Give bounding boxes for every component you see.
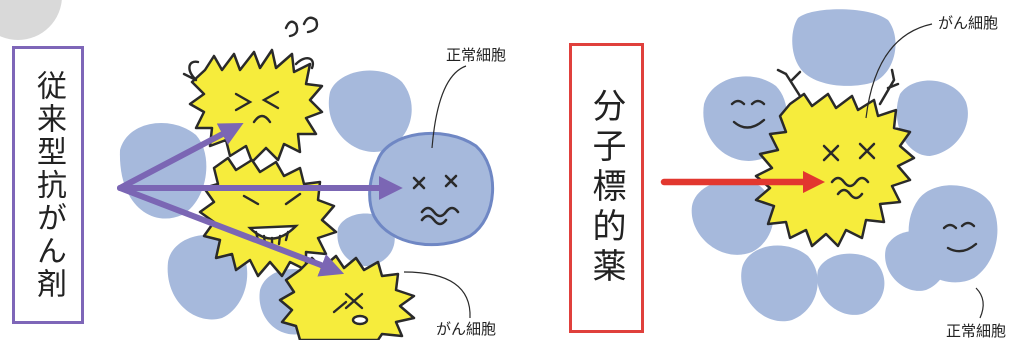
normal-cell <box>703 76 788 161</box>
leader-cancer-cell <box>865 23 933 119</box>
left-cancer-cell-label: がん細胞 <box>436 320 497 338</box>
left-normal-cell-label: 正常細胞 <box>446 46 507 64</box>
corner-circle <box>0 0 62 40</box>
normal-cell <box>328 70 412 152</box>
normal-cell <box>792 9 896 86</box>
leader-normal-cell <box>975 287 984 319</box>
normal-cell <box>896 80 968 156</box>
arrow-to-lower-cancer <box>117 185 345 277</box>
leader-cancer-cell <box>403 271 471 319</box>
conventional-drug-arrows <box>117 122 403 277</box>
left-cancer-details <box>182 16 369 326</box>
right-normal-cell-label: 正常細胞 <box>946 322 1007 340</box>
dazed-face <box>412 174 460 226</box>
targeted-drug-label: 分子標的薬 <box>586 88 626 288</box>
dazed-face <box>776 68 900 200</box>
normal-cell <box>691 179 774 255</box>
right-normal-faces <box>730 99 978 253</box>
cancer-cell-top <box>188 48 324 164</box>
normal-cell <box>741 245 818 322</box>
cancer-cell-center <box>754 92 916 248</box>
right-normal-cells <box>691 9 998 322</box>
right-cancer-cell-label: がん細胞 <box>938 14 999 32</box>
targeted-drug-label-box: 分子標的薬 <box>569 43 644 333</box>
target-normal-cell <box>368 131 495 247</box>
conventional-drug-label: 従来型抗がん剤 <box>31 69 66 301</box>
normal-cell <box>908 185 998 283</box>
cancer-cell-bottom <box>278 254 416 342</box>
right-leaders <box>865 23 984 319</box>
left-target-normal-cell <box>368 131 495 247</box>
normal-cell <box>817 253 885 315</box>
conventional-drug-label-box: 従来型抗がん剤 <box>12 46 84 324</box>
arrow-to-upper-cancer <box>117 122 244 191</box>
leader-normal-cell <box>431 65 467 149</box>
left-leaders <box>403 65 471 319</box>
